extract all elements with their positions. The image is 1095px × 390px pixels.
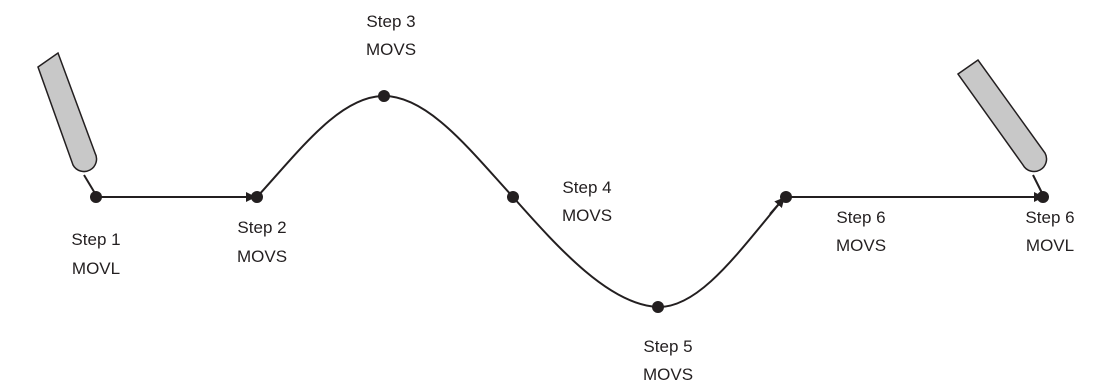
path-spline-2-6 <box>256 94 785 309</box>
motion-label: MOVL <box>72 259 120 278</box>
step-label: Step 2 <box>237 218 286 237</box>
step-label: Step 6 <box>1025 208 1074 227</box>
motion-label: MOVS <box>562 206 612 225</box>
point-step-7 <box>1037 191 1049 203</box>
step-label: Step 1 <box>71 230 120 249</box>
step-label: Step 5 <box>643 337 692 356</box>
motion-label: MOVS <box>237 247 287 266</box>
point-step-5 <box>652 301 664 313</box>
motion-label: MOVL <box>1026 236 1074 255</box>
point-step-1 <box>90 191 102 203</box>
step-label: Step 3 <box>366 12 415 31</box>
point-step-2 <box>251 191 263 203</box>
step-label: Step 4 <box>562 178 611 197</box>
point-step-3 <box>378 90 390 102</box>
point-step-4 <box>507 191 519 203</box>
motion-label: MOVS <box>836 236 886 255</box>
motion-label: MOVS <box>366 40 416 59</box>
point-step-6 <box>780 191 792 203</box>
motion-label: MOVS <box>643 365 693 384</box>
step-label: Step 6 <box>836 208 885 227</box>
welding-torch-icon <box>956 58 1048 196</box>
welding-torch-icon <box>37 51 98 196</box>
